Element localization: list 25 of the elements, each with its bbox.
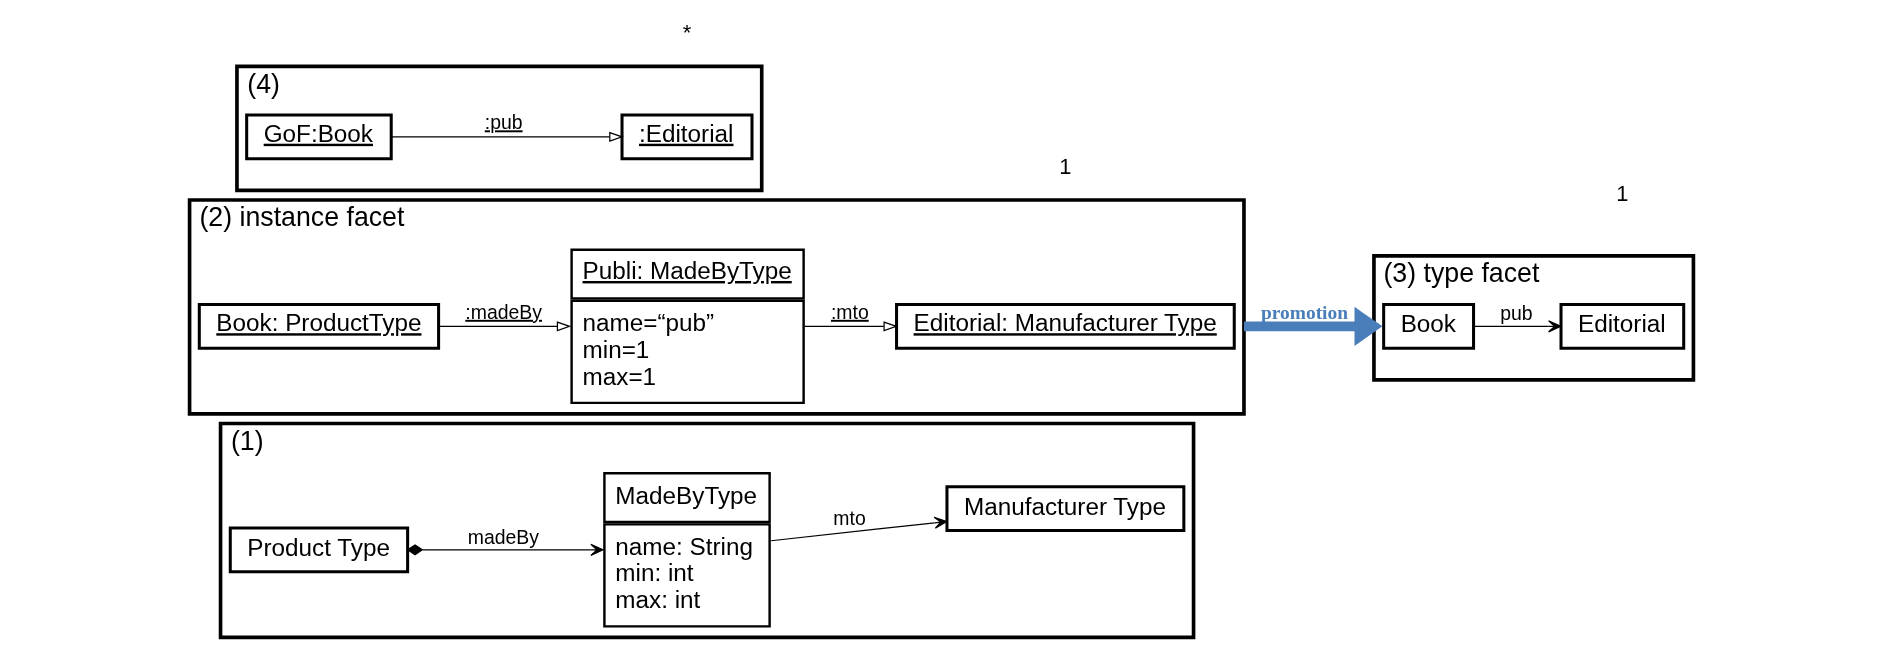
arrow <box>770 516 948 542</box>
arrow <box>390 131 624 142</box>
node-box: Book: ProductType <box>197 302 441 350</box>
node-box: Manufacturer Type <box>945 485 1186 532</box>
label: 1 <box>1616 180 1629 206</box>
edge-label: :mto <box>830 300 869 323</box>
label: * <box>682 20 692 46</box>
node-box: Editorial <box>1559 302 1686 350</box>
arrow <box>1473 320 1562 333</box>
node-box: GoF:Book <box>245 113 393 161</box>
node-box: Book <box>1382 302 1476 350</box>
node-box: :Editorial <box>620 113 754 161</box>
arrow <box>1243 306 1383 346</box>
edge-label: mto <box>833 507 866 530</box>
node-box: Editorial: Manufacturer Type <box>895 302 1236 350</box>
edge-label: promotion <box>1260 301 1349 323</box>
arrow <box>406 543 604 556</box>
edge-label: madeBy <box>467 525 539 548</box>
edge-label: :pub <box>484 111 523 134</box>
edge-label: :madeBy <box>465 300 542 323</box>
node-box: Product Type <box>228 526 410 574</box>
arrow <box>804 321 899 332</box>
arrow <box>438 321 572 332</box>
edge-label: pub <box>1500 302 1533 325</box>
label: 1 <box>1059 153 1072 179</box>
